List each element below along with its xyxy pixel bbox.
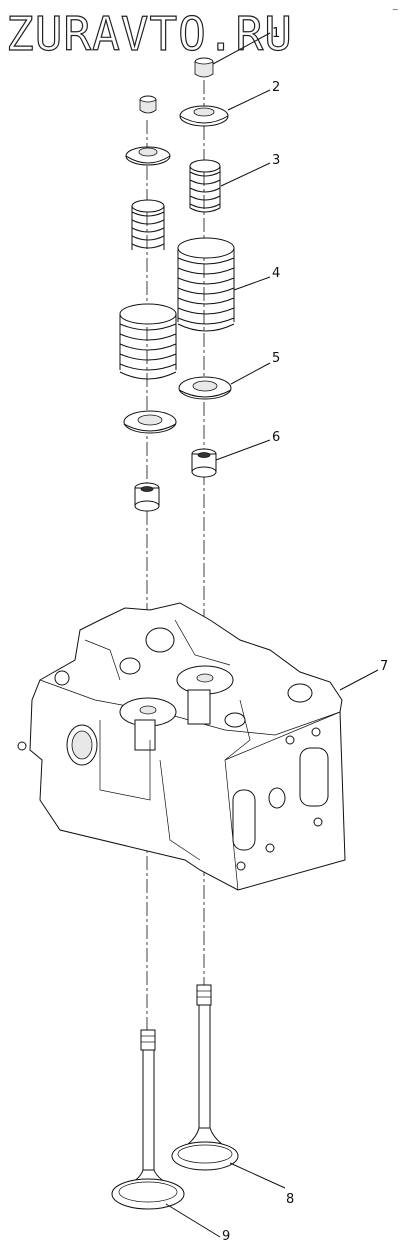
- part-spring-seat-left: [123, 410, 177, 434]
- callout-1: 1: [272, 26, 280, 41]
- part-outer-spring-right: [177, 237, 235, 332]
- part-outer-spring-left: [119, 303, 177, 380]
- callout-5: 5: [272, 351, 280, 366]
- part-inner-spring-left: [131, 199, 165, 250]
- callout-2: 2: [272, 80, 280, 95]
- callout-4: 4: [272, 266, 280, 281]
- part-stem-seal-right: [191, 448, 217, 478]
- assembly-axes: [146, 80, 205, 1030]
- callout-7: 7: [380, 659, 388, 674]
- part-valve-right: [171, 984, 239, 1171]
- part-valve-cotter-right: [194, 57, 214, 78]
- callout-3: 3: [272, 153, 280, 168]
- callout-6: 6: [272, 430, 280, 445]
- callout-9: 9: [222, 1229, 230, 1244]
- watermark-corner-mark: ~: [392, 5, 399, 14]
- callout-8: 8: [286, 1192, 294, 1207]
- part-spring-retainer-left: [125, 146, 171, 166]
- part-spring-seat-right: [178, 376, 232, 400]
- part-valve-left: [111, 1029, 185, 1210]
- part-cylinder-head: [17, 602, 346, 891]
- watermark-site: ZURAVTO.RU: [6, 7, 293, 61]
- part-valve-cotter-left: [139, 95, 157, 114]
- part-spring-retainer-right: [179, 105, 229, 127]
- part-stem-seal-left: [134, 482, 160, 512]
- part-inner-spring-right: [189, 159, 221, 213]
- leader-lines: [165, 32, 379, 1238]
